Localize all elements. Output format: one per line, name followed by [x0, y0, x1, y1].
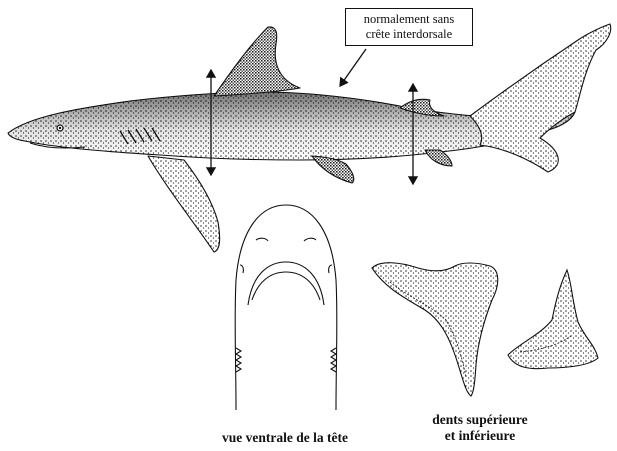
annotation-line-1: normalement sans [346, 12, 472, 27]
lower-tooth [508, 270, 598, 369]
pectoral-fin [148, 156, 220, 252]
ventral-head-view [235, 205, 337, 410]
caption-teeth-line-2: et inférieure [405, 428, 555, 444]
anal-fin [425, 150, 452, 166]
callout-arrow [340, 49, 366, 86]
annotation-line-2: crête interdorsale [346, 27, 472, 42]
upper-tooth [372, 263, 498, 396]
caption-teeth-line-1: dents supérieure [405, 412, 555, 428]
caption-ventral-head: vue ventrale de la tête [190, 430, 380, 446]
first-dorsal-fin [214, 27, 300, 96]
annotation-box: normalement sans crête interdorsale [345, 8, 473, 46]
caption-teeth: dents supérieure et inférieure [405, 412, 555, 444]
caudal-fin [470, 24, 611, 172]
pelvic-fin [312, 156, 354, 183]
